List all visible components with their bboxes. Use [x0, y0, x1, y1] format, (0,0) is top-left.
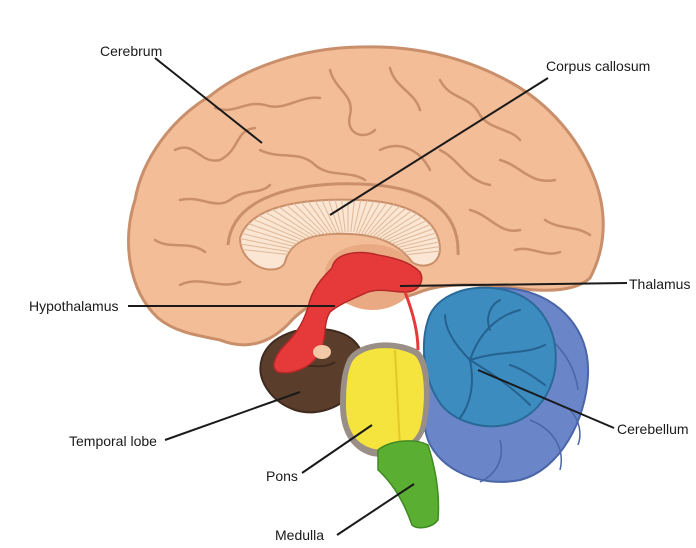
cingulate-fold	[226, 182, 460, 256]
hypothalamus-label: Hypothalamus	[29, 298, 119, 314]
cerebrum-label: Cerebrum	[100, 43, 163, 59]
pons-label: Pons	[266, 468, 298, 484]
pituitary-shape	[313, 345, 331, 359]
leader-lines	[128, 57, 628, 536]
temporal-lobe-label: Temporal lobe	[69, 433, 157, 449]
thalamus-label: Thalamus	[629, 276, 691, 292]
thalamus-stalk	[403, 291, 420, 351]
corpus-callosum-leader	[329, 77, 549, 216]
cerebellum-shape	[422, 286, 557, 428]
cerebellum-folia	[479, 329, 581, 483]
temporal-lobe-leader	[164, 391, 301, 441]
medulla-leader	[336, 483, 415, 536]
pons-leader	[301, 424, 373, 474]
corpus-callosum-label: Corpus callosum	[546, 58, 651, 74]
thalamus-shape	[273, 251, 423, 374]
thalamus-leader	[399, 282, 628, 287]
medulla-shape	[377, 440, 440, 529]
pons-divider	[394, 349, 401, 449]
cerebrum-leader	[154, 57, 263, 144]
medulla-label: Medulla	[275, 527, 325, 543]
pons-shape	[346, 348, 424, 450]
arbor-vitae	[444, 299, 546, 419]
cerebellum-leader	[477, 369, 615, 429]
gyri-lines	[153, 66, 592, 287]
cerebellum-label: Cerebellum	[617, 421, 689, 437]
